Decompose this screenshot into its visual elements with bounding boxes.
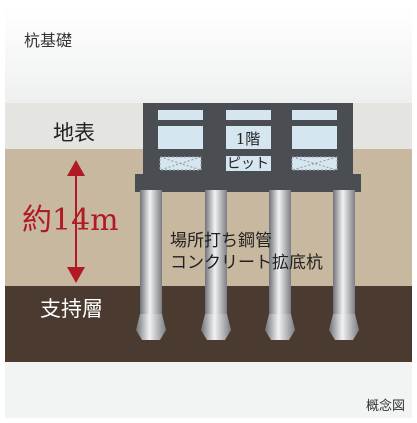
building-structure (135, 103, 361, 192)
pit-cell-right (291, 156, 338, 171)
pile (201, 190, 231, 340)
room-window (158, 110, 203, 120)
pit-cell-left (159, 156, 202, 171)
pit-cell-center (226, 156, 271, 171)
piles (136, 190, 359, 340)
bottom-margin (5, 362, 412, 418)
room-window (226, 126, 271, 149)
sky-layer (5, 5, 412, 103)
room-window (158, 126, 203, 149)
pit-label: ピット (227, 156, 269, 172)
pile-description-line1: 場所打ち鋼管 (170, 231, 272, 251)
pile (265, 190, 295, 340)
bearing-layer-label: 支持層 (40, 297, 103, 321)
foundation-slab (135, 174, 361, 192)
room-window (226, 110, 271, 120)
room-window (292, 126, 337, 149)
pile (136, 190, 166, 340)
surface-label: 地表 (53, 121, 95, 145)
room-window (292, 110, 337, 120)
concept-note: 概念図 (366, 398, 405, 414)
depth-label: 約14m (22, 203, 119, 238)
diagram-title: 杭基礎 (24, 31, 72, 50)
pile-description-line2: コンクリート拡底杭 (170, 253, 323, 273)
depth-arrow (67, 160, 85, 283)
pile (329, 190, 359, 340)
floor-label: 1階 (236, 130, 261, 148)
